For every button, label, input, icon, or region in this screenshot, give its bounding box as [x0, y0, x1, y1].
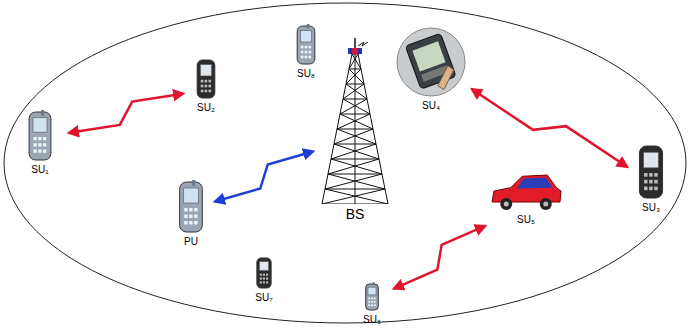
wireless-link: [69, 94, 183, 133]
node-label: SU₂: [186, 102, 226, 114]
phone-icon: [170, 180, 212, 234]
node-label: SU₈: [286, 68, 326, 80]
phone-icon: [353, 282, 391, 312]
node-label: SU₃: [630, 202, 672, 214]
wireless-link: [215, 151, 313, 201]
device-node: PU: [170, 180, 212, 248]
node-label: SU₄: [393, 100, 469, 112]
device-node: SU₈: [286, 24, 326, 80]
node-label: SU₅: [488, 214, 564, 226]
base-station: BS: [316, 38, 394, 222]
wireless-link: [394, 226, 485, 289]
device-node: SU₆: [353, 282, 391, 326]
node-label: SU₇: [246, 292, 282, 304]
device-node: SU₄: [393, 26, 469, 112]
device-node: SU₇: [246, 256, 282, 304]
phone2-icon: [186, 58, 226, 100]
node-label: BS: [316, 206, 394, 222]
node-label: PU: [170, 236, 212, 248]
phone2-icon: [630, 144, 672, 200]
node-label: SU₁: [14, 164, 66, 176]
coverage-ellipse: [4, 3, 686, 323]
device-node: SU₁: [14, 110, 66, 176]
phone2-icon: [246, 256, 282, 290]
pda-icon: [393, 26, 469, 98]
device-node: SU₅: [488, 170, 564, 226]
phone-icon: [286, 24, 326, 66]
tower-icon: [316, 38, 394, 204]
wireless-link: [472, 89, 627, 167]
phone-icon: [14, 110, 66, 162]
device-node: SU₂: [186, 58, 226, 114]
car-icon: [488, 170, 564, 212]
node-label: SU₆: [353, 314, 391, 326]
device-node: SU₃: [630, 144, 672, 214]
